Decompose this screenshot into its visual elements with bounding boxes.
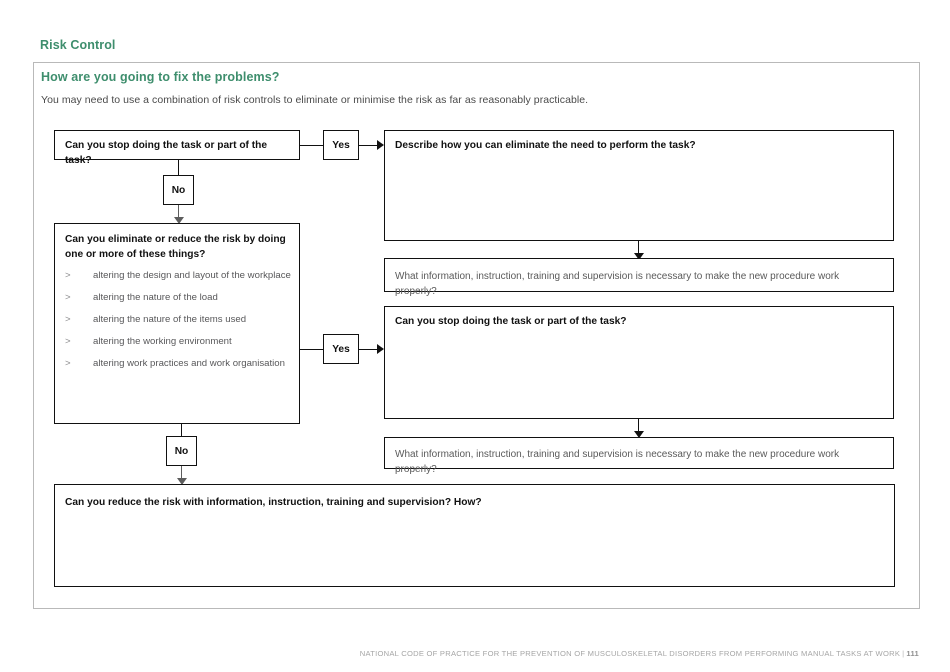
arrowhead-answer-1: [634, 253, 644, 260]
connector-yes-1-to-answer-1: [359, 145, 378, 146]
bullet-marker-icon: >: [65, 358, 71, 369]
branch-no-1-label: No: [171, 184, 186, 196]
flow-box-followup-1-label: What information, instruction, training …: [395, 271, 840, 297]
connector-q1-to-no-1: [178, 160, 179, 175]
footer-page-number: 111: [906, 649, 919, 658]
flow-box-question-3[interactable]: Can you reduce the risk with information…: [54, 484, 895, 587]
flow-box-answer-1-label: Describe how you can eliminate the need …: [395, 140, 696, 151]
bullet-marker-icon: >: [65, 270, 71, 281]
arrowhead-yes-2: [377, 344, 384, 354]
control-options-list: > altering the design and layout of the …: [65, 270, 291, 380]
connector-no-2-to-question-3: [181, 466, 182, 479]
connector-no-1-to-question-2: [178, 205, 179, 218]
flow-box-question-3-label: Can you reduce the risk with information…: [65, 497, 482, 508]
section-title: How are you going to fix the problems?: [41, 70, 280, 84]
list-item-label: altering the working environment: [93, 336, 232, 347]
branch-yes-2-label: Yes: [332, 343, 350, 355]
flow-box-question-1[interactable]: Can you stop doing the task or part of t…: [54, 130, 300, 166]
branch-yes-1[interactable]: Yes: [323, 130, 359, 160]
connector-yes-2-to-answer-2: [359, 349, 378, 350]
question-2-line-1: Can you eliminate or reduce the risk by …: [65, 234, 286, 245]
flow-box-question-2-label: Can you eliminate or reduce the risk by …: [65, 232, 289, 262]
arrowhead-answer-2: [634, 431, 644, 438]
risk-control-panel: How are you going to fix the problems? Y…: [33, 62, 920, 609]
branch-no-1[interactable]: No: [163, 175, 194, 205]
footer-text: NATIONAL CODE OF PRACTICE FOR THE PREVEN…: [359, 649, 901, 658]
page-title: Risk Control: [40, 38, 116, 52]
list-item-label: altering the nature of the items used: [93, 314, 247, 325]
intro-paragraph: You may need to use a combination of ris…: [41, 94, 589, 106]
branch-yes-2[interactable]: Yes: [323, 334, 359, 364]
flow-box-question-1-label: Can you stop doing the task or part of t…: [65, 140, 268, 166]
list-item: > altering the nature of the items used: [65, 314, 291, 336]
flow-box-question-2[interactable]: Can you eliminate or reduce the risk by …: [54, 223, 300, 424]
arrowhead-yes-1: [377, 140, 384, 150]
list-item-label: altering the nature of the load: [93, 292, 218, 303]
connector-q2-to-no-2: [181, 424, 182, 436]
footer-separator: |: [902, 649, 905, 658]
page-footer: NATIONAL CODE OF PRACTICE FOR THE PREVEN…: [360, 649, 919, 658]
flow-box-answer-1[interactable]: Describe how you can eliminate the need …: [384, 130, 894, 241]
arrowhead-no-2: [177, 478, 187, 485]
connector-answer-2-to-followup-2: [638, 419, 639, 432]
list-item: > altering the nature of the load: [65, 292, 291, 314]
arrowhead-no-1: [174, 217, 184, 224]
list-item-label: altering the design and layout of the wo…: [93, 270, 291, 281]
bullet-marker-icon: >: [65, 314, 71, 325]
list-item: > altering the design and layout of the …: [65, 270, 291, 292]
flow-box-answer-2[interactable]: Can you stop doing the task or part of t…: [384, 306, 894, 419]
list-item: > altering the working environment: [65, 336, 291, 358]
branch-no-2-label: No: [174, 445, 189, 457]
list-item-label: altering work practices and work organis…: [93, 358, 285, 369]
bullet-marker-icon: >: [65, 292, 71, 303]
flow-box-answer-2-label: Can you stop doing the task or part of t…: [395, 316, 627, 327]
bullet-marker-icon: >: [65, 336, 71, 347]
flow-box-followup-1[interactable]: What information, instruction, training …: [384, 258, 894, 297]
question-2-line-2: one or more of these things?: [65, 249, 206, 260]
flow-box-followup-2-label: What information, instruction, training …: [395, 449, 840, 475]
risk-control-flowchart: Can you stop doing the task or part of t…: [34, 63, 919, 608]
list-item: > altering work practices and work organ…: [65, 358, 291, 380]
connector-answer-1-to-followup-1: [638, 241, 639, 254]
branch-no-2[interactable]: No: [166, 436, 197, 466]
branch-yes-1-label: Yes: [332, 139, 350, 151]
flow-box-followup-2[interactable]: What information, instruction, training …: [384, 437, 894, 475]
